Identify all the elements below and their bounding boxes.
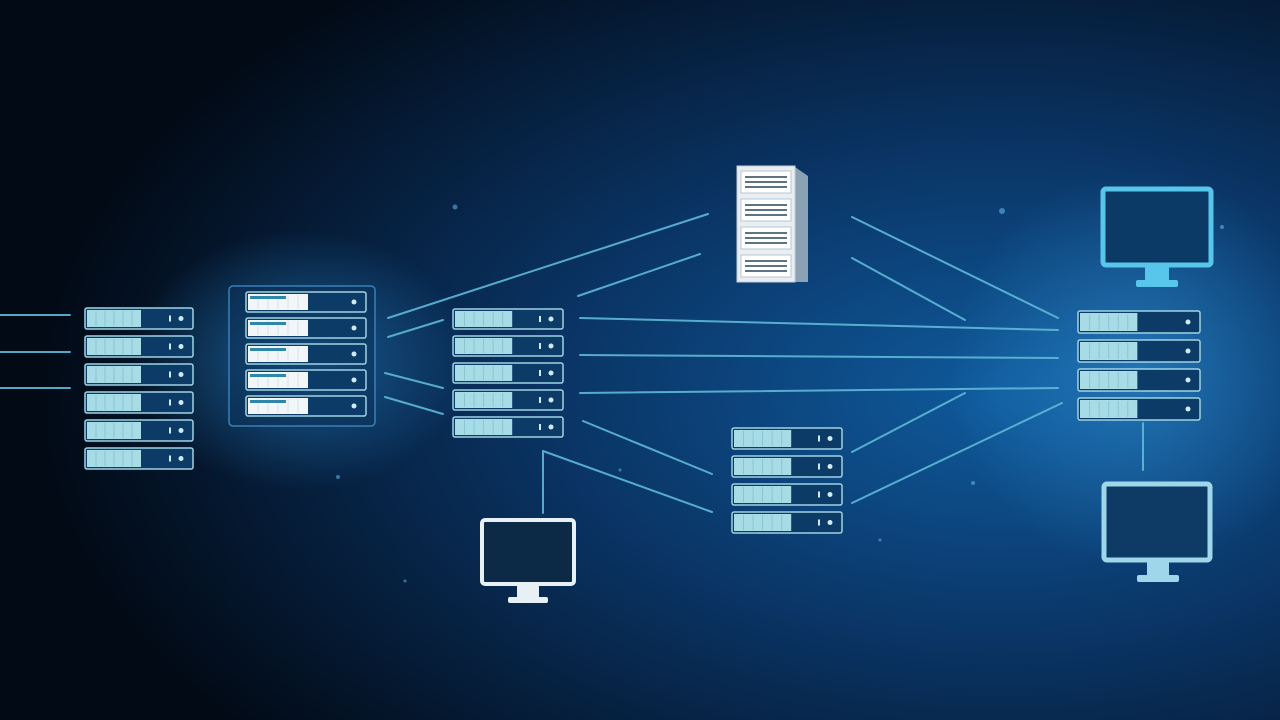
monitor-screen: [1101, 481, 1213, 563]
rack-bottom-center: [731, 427, 843, 534]
link-center-right-1: [579, 317, 1059, 331]
unit-led: [178, 316, 184, 321]
tower-side: [795, 167, 808, 282]
unit-led: [351, 403, 357, 409]
unit-led: [548, 424, 554, 430]
unit-led: [1185, 406, 1191, 412]
rack-right: [1077, 310, 1201, 421]
rack-unit: [245, 343, 367, 365]
unit-led: [827, 464, 833, 469]
unit-accent: [250, 322, 286, 325]
monitor-neck: [1147, 560, 1169, 576]
unit-led: [548, 343, 554, 349]
unit-led: [178, 428, 184, 433]
monitor-neck: [1145, 265, 1169, 281]
link-lc-tower: [387, 213, 709, 319]
unit-led: [1185, 348, 1191, 354]
link-center-right-2: [579, 354, 1059, 359]
rack-unit: [731, 455, 843, 478]
monitor-bottom-right: [1101, 481, 1213, 582]
rack-unit: [452, 389, 564, 411]
rack-unit: [84, 307, 194, 330]
link-lc-center-3: [384, 396, 444, 415]
link-lc-center-1: [387, 319, 444, 338]
links: [0, 213, 1144, 514]
unit-led: [827, 436, 833, 441]
monitor-base: [1136, 280, 1178, 287]
rack-unit: [452, 362, 564, 384]
link-bottom-right-2: [851, 402, 1063, 504]
monitor-screen: [480, 518, 576, 586]
monitor-base: [1137, 575, 1179, 582]
rack-unit: [1077, 397, 1201, 421]
rack-unit: [1077, 368, 1201, 392]
unit-led: [351, 325, 357, 331]
rack-unit: [245, 395, 367, 417]
link-center-bottom-1: [582, 420, 713, 475]
link-tower-right-1: [851, 216, 1059, 319]
monitor-bottom-center: [480, 518, 576, 603]
server-tower-top: [736, 165, 808, 283]
rack-unit: [84, 391, 194, 414]
link-tower-right-2: [851, 257, 966, 321]
rack-unit: [84, 363, 194, 386]
rack-unit: [245, 291, 367, 313]
unit-led: [178, 344, 184, 349]
rack-unit: [731, 483, 843, 506]
unit-led: [827, 520, 833, 525]
rack-center: [452, 308, 564, 438]
unit-led: [351, 299, 357, 305]
rack-unit: [245, 369, 367, 391]
rack-unit: [452, 335, 564, 357]
rack-unit: [84, 447, 194, 470]
link-bottom-right-1: [851, 392, 966, 453]
rack-unit: [731, 427, 843, 450]
unit-accent: [250, 374, 286, 377]
unit-accent: [250, 400, 286, 403]
unit-led: [178, 372, 184, 377]
unit-led: [548, 397, 554, 403]
monitor-screen: [1100, 186, 1214, 268]
link-center-right-3: [579, 387, 1059, 394]
unit-led: [351, 351, 357, 357]
rack-unit: [1077, 339, 1201, 363]
rack-unit: [731, 511, 843, 534]
unit-led: [178, 400, 184, 405]
unit-led: [1185, 319, 1191, 325]
unit-led: [827, 492, 833, 497]
particles: [336, 204, 1224, 583]
unit-led: [351, 377, 357, 383]
unit-accent: [250, 348, 286, 351]
unit-led: [178, 456, 184, 461]
link-center-tower: [577, 253, 701, 297]
rack-left-center: [245, 291, 367, 417]
monitor-base: [508, 597, 548, 603]
rack-unit: [1077, 310, 1201, 334]
unit-led: [1185, 377, 1191, 383]
rack-left: [84, 307, 194, 470]
monitor-top-right: [1100, 186, 1214, 287]
link-center-bottom-2: [542, 450, 713, 513]
unit-led: [548, 370, 554, 376]
rack-unit: [452, 416, 564, 438]
unit-led: [548, 316, 554, 322]
rack-unit: [84, 335, 194, 358]
rack-unit: [84, 419, 194, 442]
rack-unit: [245, 317, 367, 339]
unit-accent: [250, 296, 286, 299]
rack-unit: [452, 308, 564, 330]
monitor-neck: [517, 584, 539, 598]
link-lc-center-2: [384, 372, 444, 389]
